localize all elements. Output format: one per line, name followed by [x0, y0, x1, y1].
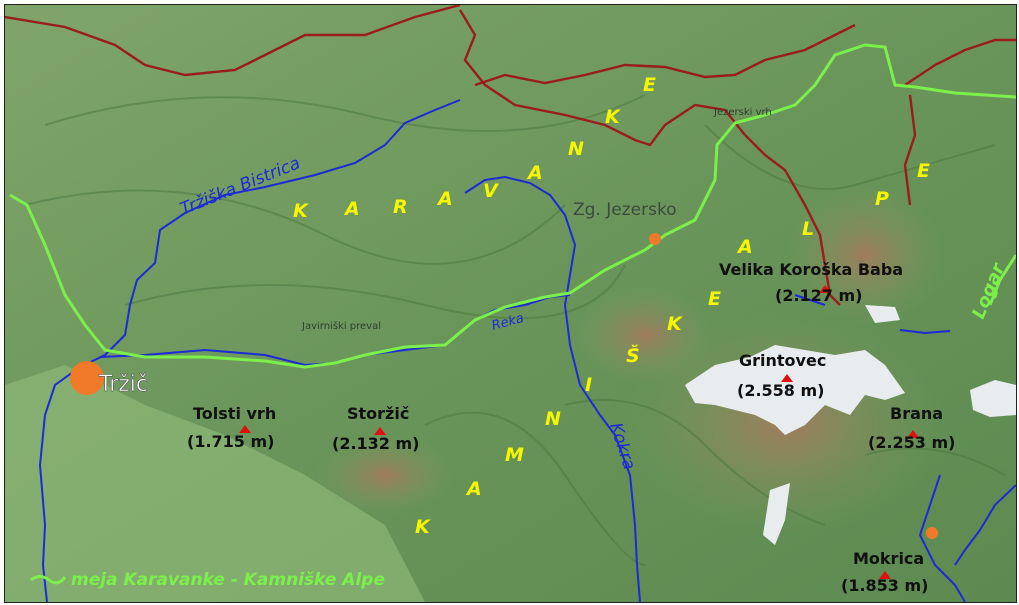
kamniske-letter: P	[875, 188, 889, 210]
kamniske-letter: K	[415, 516, 431, 538]
grintovec-name: Grintovec	[739, 351, 826, 370]
kamniske-letter: L	[802, 218, 814, 240]
jezerski-vrh-label: Jezerski vrh	[713, 107, 772, 118]
rock-area	[575, 285, 715, 385]
velika-koroska-baba-peak-icon	[819, 285, 831, 293]
brana-peak-icon	[907, 430, 919, 438]
kamniske-letter: Š	[626, 343, 640, 367]
relief-map: K A R A V A N K E K A M N I Š K E A L P …	[5, 5, 1016, 602]
tolsti-vrh-elevation: (1.715 m)	[187, 432, 274, 451]
karavanke-letter: N	[568, 138, 584, 160]
kamniske-letter: I	[585, 374, 592, 396]
state-border	[5, 5, 1016, 306]
ridge-shading	[24, 94, 1006, 566]
karavanke-letter: K	[293, 200, 309, 222]
kamniske-letter: N	[545, 408, 561, 430]
range-border-line	[9, 43, 1016, 369]
zg-jezersko-town-label: Zg. Jezersko	[573, 200, 677, 220]
karavanke-letter: A	[343, 198, 360, 220]
grintovec-peak-icon	[781, 374, 793, 382]
map-frame: K A R A V A N K E K A M N I Š K E A L P …	[4, 4, 1017, 603]
kamniske-letter: K	[667, 313, 683, 335]
karavanke-letter: V	[483, 180, 499, 202]
kamniske-letter: E	[917, 160, 930, 182]
karavanke-letter: K	[605, 106, 621, 128]
zg-jezersko-town-marker	[649, 233, 661, 245]
snow-area	[970, 380, 1016, 417]
storzic-name: Storžič	[347, 404, 409, 423]
mokrica-peak-icon	[879, 571, 891, 579]
karavanke-label: K A R A V A N K E	[293, 74, 656, 222]
mokrica-elevation: (1.853 m)	[841, 576, 928, 595]
tolsti-vrh-peak-icon	[239, 425, 251, 433]
legend-label: meja Karavanke - Kamniške Alpe	[71, 570, 385, 590]
peak-markers	[239, 285, 919, 579]
velika-koroska-baba-name: Velika Koroška Baba	[719, 260, 903, 279]
storzic-peak-icon	[374, 427, 386, 435]
kamniske-letter: A	[736, 236, 753, 258]
karavanke-letter: R	[393, 196, 408, 218]
javirniski-preval-label: Javirniški preval	[301, 320, 381, 332]
tolsti-vrh-name: Tolsti vrh	[193, 404, 276, 423]
grintovec-elevation: (2.558 m)	[737, 381, 824, 400]
kamniske-letter: A	[465, 478, 482, 500]
lowland-area	[5, 365, 425, 602]
map-legend: meja Karavanke - Kamniške Alpe	[30, 570, 385, 590]
peak-labels: Tolsti vrh (1.715 m) Storžič (2.132 m) V…	[187, 260, 955, 595]
karavanke-letter: A	[526, 162, 543, 184]
settlement-marker	[926, 527, 938, 539]
karavanke-letter: E	[643, 74, 656, 96]
mokrica-name: Mokrica	[853, 549, 924, 568]
trzic-town-marker	[70, 361, 104, 395]
velika-koroska-baba-elevation: (2.127 m)	[775, 286, 862, 305]
karavanke-letter: A	[436, 188, 453, 210]
snow-area	[763, 483, 790, 545]
storzic-elevation: (2.132 m)	[332, 434, 419, 453]
kamniske-letter: E	[708, 288, 721, 310]
range-border-line	[988, 254, 1016, 306]
brana-name: Brana	[890, 404, 943, 423]
snow-area	[685, 345, 905, 435]
brana-elevation: (2.253 m)	[868, 433, 955, 452]
kamniske-alpe-label: K A M N I Š K E A L P E	[415, 160, 930, 538]
trzic-town-label: Tržič	[98, 372, 148, 397]
snow-area	[865, 305, 900, 323]
rock-area	[315, 435, 455, 515]
legend-line-icon	[30, 575, 67, 585]
kamniske-letter: M	[505, 444, 524, 466]
